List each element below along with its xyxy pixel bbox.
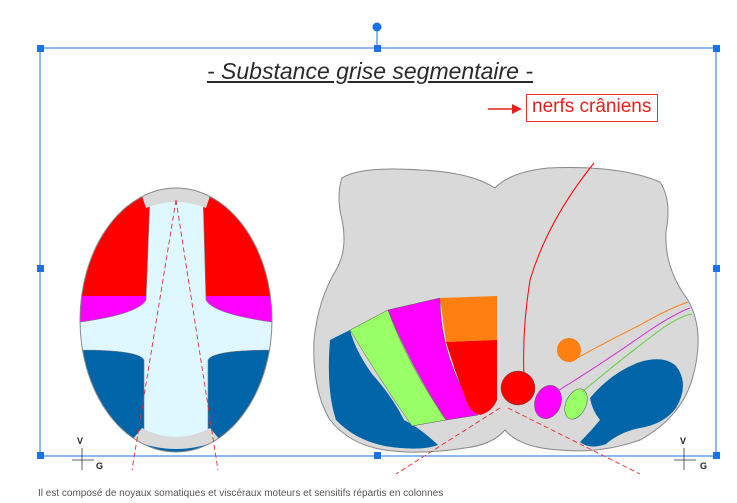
rotate-handle[interactable] <box>372 22 382 32</box>
resize-handle-top-right[interactable] <box>713 45 720 52</box>
resize-handle-top-left[interactable] <box>37 45 44 52</box>
resize-handle-left[interactable] <box>37 265 44 272</box>
slide-title[interactable]: - Substance grise segmentaire - <box>207 58 533 84</box>
dashed-line-right <box>175 199 219 471</box>
resize-handle-bottom-right[interactable] <box>713 452 720 459</box>
axis-marker-left <box>72 448 94 470</box>
nerfs-craniens-label[interactable]: nerfs crâniens <box>526 94 659 122</box>
axis-marker-right <box>674 448 696 470</box>
spinal-cord-outline <box>79 187 273 453</box>
resize-handle-right[interactable] <box>713 265 720 272</box>
nucleus-green <box>564 388 588 420</box>
dashed-line-left <box>131 199 177 471</box>
brainstem-section <box>313 162 699 475</box>
nucleus-magenta <box>534 385 562 419</box>
axis-right-v: V <box>680 436 687 446</box>
axis-right-g: G <box>700 461 708 471</box>
axis-left-v: V <box>77 436 84 446</box>
resize-handle-bottom[interactable] <box>374 452 381 459</box>
nerfs-arrow-head <box>512 104 522 114</box>
caption-text[interactable]: Il est composé de noyaux somatiques et v… <box>38 488 444 498</box>
axis-left-g: G <box>96 461 104 471</box>
resize-handle-top[interactable] <box>374 45 381 52</box>
nerve-fiber-red <box>523 162 595 377</box>
nucleus-red-circle <box>500 370 536 406</box>
resize-handle-bottom-left[interactable] <box>37 452 44 459</box>
spinal-cord-section <box>80 188 272 452</box>
nucleus-orange <box>557 338 581 362</box>
